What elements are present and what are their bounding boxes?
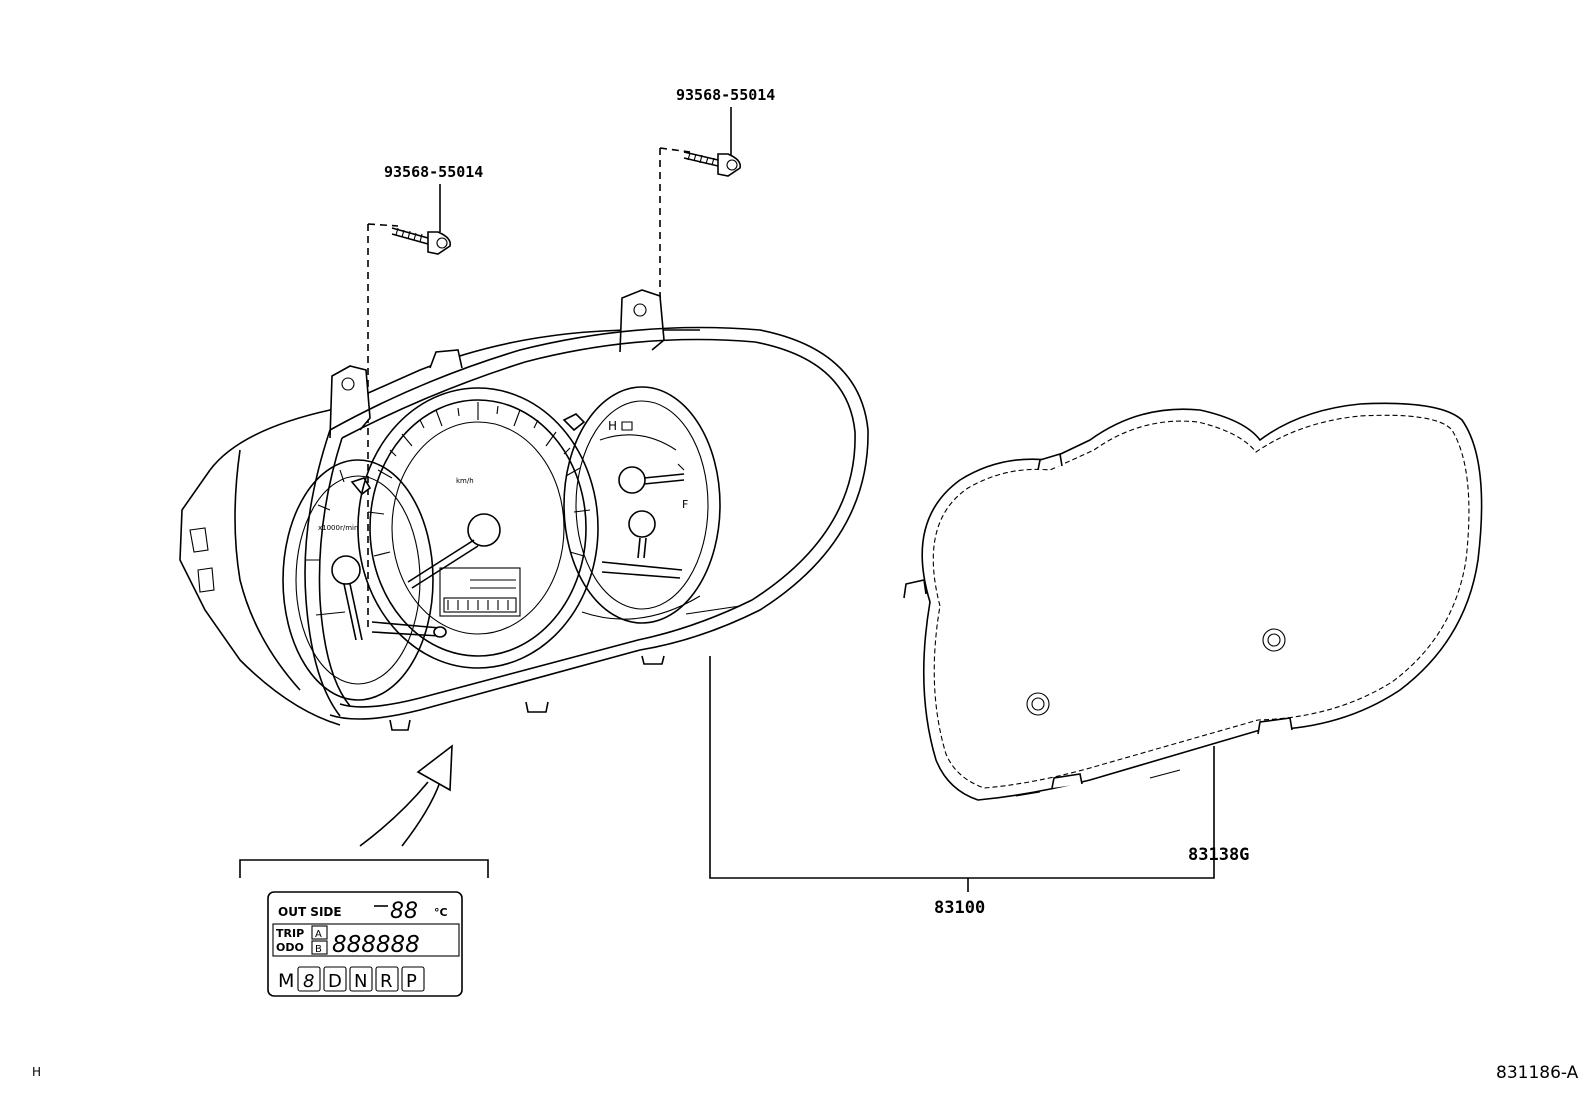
detail-bracket xyxy=(239,859,489,878)
speed-unit: km/h xyxy=(456,477,474,485)
trip-b-indicator: B xyxy=(315,944,322,955)
gear-digit: 8 xyxy=(303,971,314,992)
outside-temp-digits: 88 xyxy=(390,899,418,924)
trip-label: TRIP xyxy=(276,927,304,940)
corner-code-left: H xyxy=(32,1065,41,1079)
gear-p: P xyxy=(406,971,417,992)
gear-m: M xyxy=(278,970,294,992)
display-detail: OUT SIDE 88 °C TRIP ODO A B 888888 M 8 D… xyxy=(267,891,463,997)
screw-right-label[interactable]: 93568-55014 xyxy=(676,86,775,104)
diagram-id: 831186-A xyxy=(1496,1063,1579,1083)
cover-part-label[interactable]: 83138G xyxy=(1188,845,1249,865)
combination-meter[interactable]: x1000r/min km/h H F xyxy=(179,289,869,731)
gear-r: R xyxy=(380,971,393,992)
outside-label: OUT SIDE xyxy=(278,905,342,919)
outside-temp-unit: °C xyxy=(434,906,448,919)
trip-a-indicator: A xyxy=(315,929,322,940)
tach-unit: x1000r/min xyxy=(318,524,358,532)
fuel-h-mark: H xyxy=(608,419,617,433)
detail-callout-arrow xyxy=(359,744,453,847)
screw-left-label[interactable]: 93568-55014 xyxy=(384,163,483,181)
odometer-digits: 888888 xyxy=(332,932,420,958)
leader-assembly xyxy=(709,656,1215,879)
cluster-part-label[interactable]: 83100 xyxy=(934,898,985,918)
odo-label: ODO xyxy=(276,941,304,954)
screw-right[interactable] xyxy=(659,107,742,300)
fuel-f-mark: F xyxy=(682,498,688,511)
gear-d: D xyxy=(328,971,342,992)
meter-glass-cover[interactable] xyxy=(903,402,1483,801)
gear-n: N xyxy=(354,971,367,992)
screw-left[interactable] xyxy=(367,184,452,630)
